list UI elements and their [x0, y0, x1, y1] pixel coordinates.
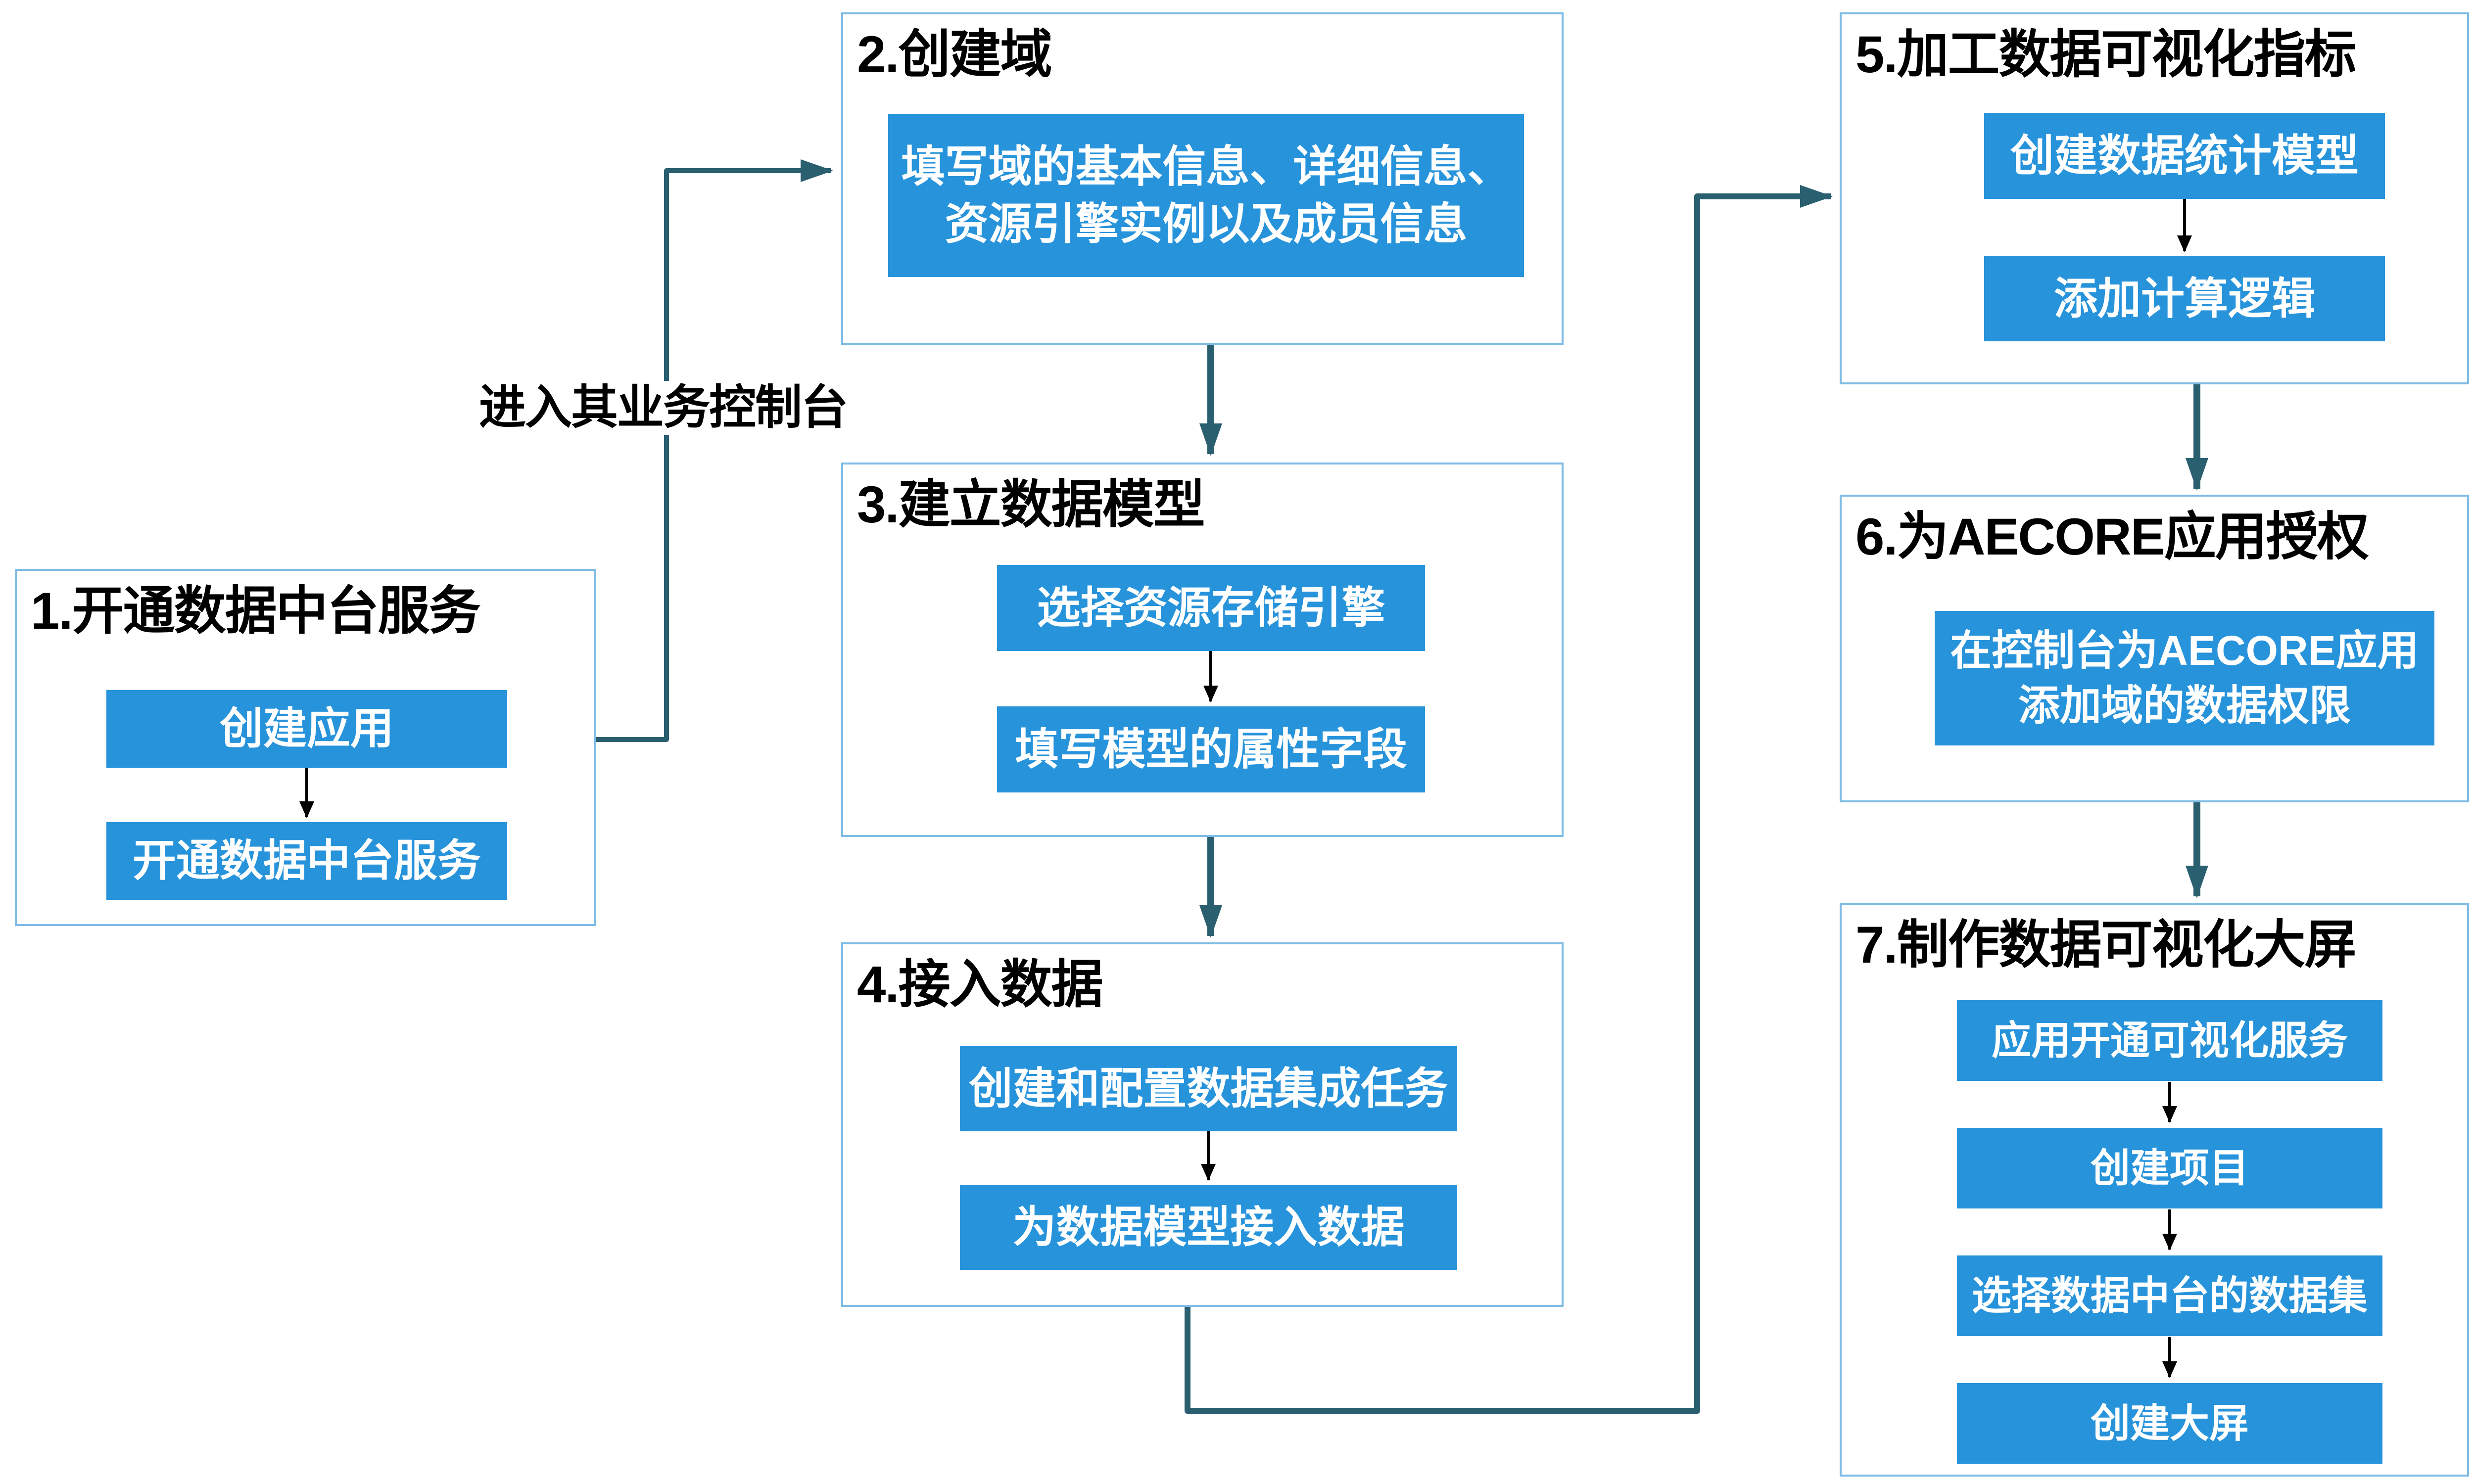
panel-title-group-5: 5.加工数据可视化指标 [1856, 26, 2357, 84]
step-label: 选择数据中台的数据集 [1972, 1273, 2368, 1318]
step-label-line1: 填写域的基本信息、详细信息、 [901, 141, 1511, 191]
step-label: 创建数据统计模型 [2010, 131, 2359, 180]
step-label: 开通数据中台服务 [132, 836, 481, 885]
step-label: 填写模型的属性字段 [1015, 724, 1407, 774]
step-fill-domain-info: 填写域的基本信息、详细信息、 资源引擎实例以及成员信息 [888, 114, 1524, 277]
connector-label-enter-console: 进入其业务控制台 [460, 381, 866, 435]
step-create-stat-model: 创建数据统计模型 [1984, 113, 2385, 199]
step-enable-data-mid-platform: 开通数据中台服务 [106, 822, 507, 900]
panel-title-group-3: 3.建立数据模型 [857, 476, 1205, 534]
step-create-project: 创建项目 [1957, 1128, 2382, 1208]
step-label: 应用开通可视化服务 [1992, 1018, 2348, 1063]
step-label: 选择资源存储引擎 [1037, 583, 1385, 632]
step-fill-model-fields: 填写模型的属性字段 [997, 706, 1425, 792]
step-label-line1: 在控制台为AECORE应用 [1950, 627, 2419, 674]
step-create-integration-task: 创建和配置数据集成任务 [960, 1046, 1457, 1131]
step-label: 添加计算逻辑 [2053, 274, 2315, 323]
panel-title-group-2: 2.创建域 [857, 26, 1052, 84]
panel-title-group-1: 1.开通数据中台服务 [31, 582, 481, 640]
connector-box4-to-box5 [1185, 185, 1833, 1414]
step-select-storage-engine: 选择资源存储引擎 [997, 565, 1425, 651]
panel-title-group-7: 7.制作数据可视化大屏 [1856, 916, 2357, 974]
step-label: 创建和配置数据集成任务 [969, 1064, 1448, 1113]
step-create-app: 创建应用 [106, 690, 507, 768]
step-create-big-screen: 创建大屏 [1957, 1383, 2382, 1464]
step-label: 创建项目 [2091, 1146, 2249, 1190]
step-label-line2: 添加域的数据权限 [2018, 682, 2351, 729]
connector-box1-to-box2 [596, 159, 833, 742]
step-grant-domain-permission: 在控制台为AECORE应用 添加域的数据权限 [1935, 611, 2434, 745]
step-label-line2: 资源引擎实例以及成员信息 [945, 199, 1468, 248]
step-connect-data-to-model: 为数据模型接入数据 [960, 1185, 1457, 1270]
step-label: 为数据模型接入数据 [1012, 1202, 1405, 1252]
step-label: 创建大屏 [2091, 1401, 2249, 1445]
step-enable-visualization-service: 应用开通可视化服务 [1957, 1000, 2382, 1081]
step-select-dataset: 选择数据中台的数据集 [1957, 1255, 2382, 1336]
step-add-calc-logic: 添加计算逻辑 [1984, 256, 2385, 341]
panel-title-group-4: 4.接入数据 [857, 956, 1103, 1014]
panel-title-group-6: 6.为AECORE应用授权 [1856, 508, 2369, 566]
step-label: 创建应用 [219, 704, 394, 753]
